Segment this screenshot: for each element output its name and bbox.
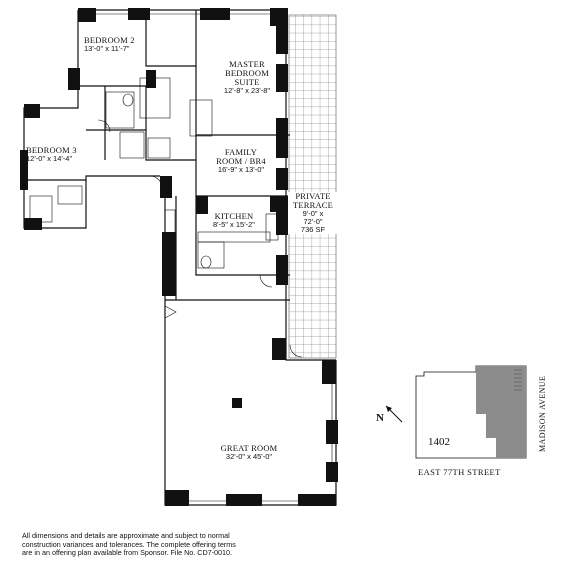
family-dims: 16'-9" x 13'-0" [217,165,265,174]
thick-walls [20,8,338,506]
family-name-line2: ROOM / BR4 [216,156,266,166]
key-plan [415,365,527,459]
bedroom3-dims: 12'-0" x 14'-4" [26,154,73,163]
fixtures [29,77,279,269]
great-room-dims: 32'-0" x 45'-0" [225,452,273,461]
kitchen-name: KITCHEN [214,211,254,221]
bedroom3-name: BEDROOM 3 [26,145,77,155]
key-plan-avenue: MADISON AVENUE [538,375,547,452]
compass-rose [385,405,403,423]
disclaimer-line2: construction variances and tolerances. T… [22,539,236,549]
key-plan-unit: 1402 [428,436,450,448]
kitchen-dims: 8'-5" x 15'-2" [213,220,255,229]
master-name-line3: SUITE [234,77,260,87]
terrace-paving [288,14,337,359]
doors [97,119,303,358]
terrace-dims-line1: 9'-0" x [288,210,338,218]
master-name-line1: MASTER [229,59,265,69]
compass-north-label: N [376,412,384,424]
bedroom2-dims: 13'-0" x 11'-7" [84,44,130,53]
family-name-line1: FAMILY [224,147,258,157]
disclaimer-line3: are in an offering plan available from S… [22,548,233,558]
terrace-name-line2: TERRACE [288,201,338,210]
terrace-dims-line2: 72'-0" [288,218,338,226]
windows [96,9,337,506]
key-plan-street: EAST 77TH STREET [418,467,501,477]
great-room-name: GREAT ROOM [220,443,278,453]
master-dims: 12'-8" x 23'-8" [223,86,271,95]
terrace-name-line1: PRIVATE [288,192,338,201]
disclaimer: All dimensions and details are approxima… [22,531,322,558]
terrace-area: 736 SF [288,226,338,234]
master-name-line2: BEDROOM [225,68,269,78]
disclaimer-line1: All dimensions and details are approxima… [22,531,230,540]
bedroom2-name: BEDROOM 2 [84,35,135,45]
